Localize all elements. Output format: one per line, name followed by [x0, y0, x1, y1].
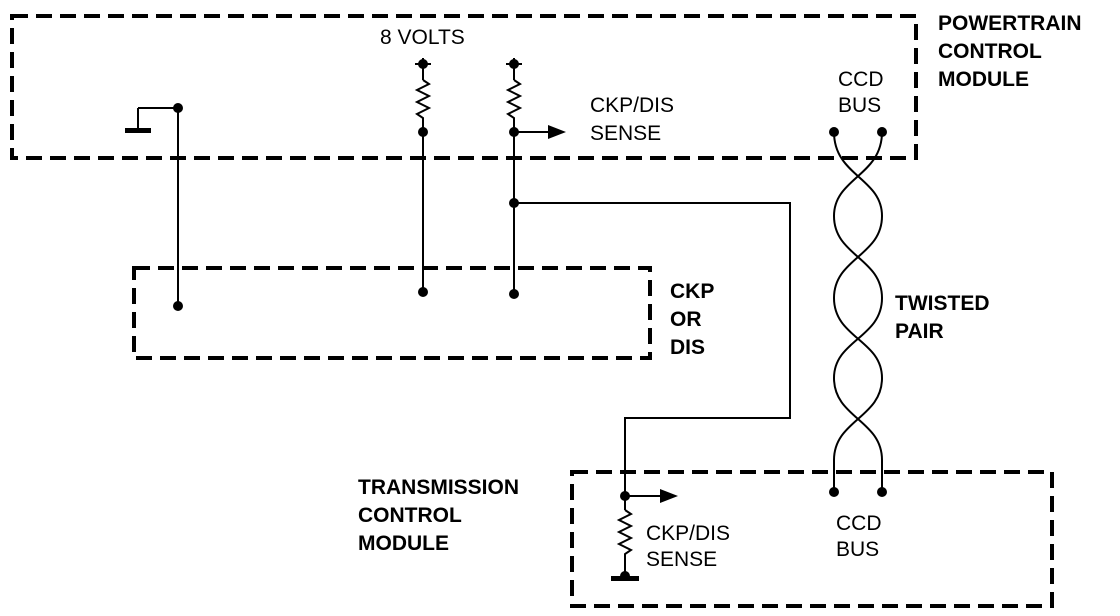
sensor-box [132, 266, 652, 360]
sensor-ground-terminal [173, 301, 183, 311]
supply-resistor [414, 58, 432, 132]
sensor-signal-terminal [509, 289, 519, 299]
pcm-box [10, 14, 918, 160]
pcm-label-line2: CONTROL [938, 40, 1042, 63]
pcm-sense-arrow-icon [514, 125, 566, 139]
pcm-sense-resistor [505, 58, 523, 132]
pcm-bus-label-line1: CCD [838, 68, 884, 91]
sensor-label-line2: OR [670, 308, 702, 331]
sensor-label-line3: DIS [670, 336, 705, 359]
pcm-ground-node [173, 103, 183, 113]
pcm-ccd-terminal-2 [877, 127, 887, 137]
pcm-sense-label-line1: CKP/DIS [590, 94, 674, 117]
pcm-label-line1: POWERTRAIN [938, 12, 1082, 35]
pcm-ground-symbol [125, 107, 178, 133]
tcm-bus-label-line1: CCD [836, 512, 882, 535]
tcm-label-line3: MODULE [358, 532, 449, 555]
sense-pullup-node [509, 59, 519, 69]
pcm-label-line3: MODULE [938, 68, 1029, 91]
tcm-sense-label-line2: SENSE [646, 548, 717, 571]
twisted-pair-label-line2: PAIR [895, 320, 944, 343]
tcm-box [570, 470, 1054, 608]
sense-branch-wire [514, 202, 791, 496]
pcm-ccd-terminal-1 [829, 127, 839, 137]
supply-node [418, 59, 428, 69]
tcm-ccd-terminal-2 [877, 487, 887, 497]
tcm-sense-label-line1: CKP/DIS [646, 522, 730, 545]
tcm-sense-arrow-icon [625, 489, 678, 503]
sensor-supply-terminal [418, 287, 428, 297]
sensor-label-line1: CKP [670, 280, 714, 303]
tcm-bus-label-line2: BUS [836, 538, 879, 561]
voltage-label: 8 VOLTS [380, 26, 465, 49]
pcm-sense-label-line2: SENSE [590, 122, 661, 145]
tcm-ccd-terminal-1 [829, 487, 839, 497]
twisted-pair-wires [832, 131, 884, 492]
pcm-bus-label-line2: BUS [838, 94, 881, 117]
tcm-label-line2: CONTROL [358, 504, 462, 527]
tcm-label-line1: TRANSMISSION [358, 476, 519, 499]
twisted-pair-label-line1: TWISTED [895, 292, 990, 315]
tcm-sense-resistor [616, 496, 634, 576]
tcm-ground-icon [611, 576, 639, 581]
